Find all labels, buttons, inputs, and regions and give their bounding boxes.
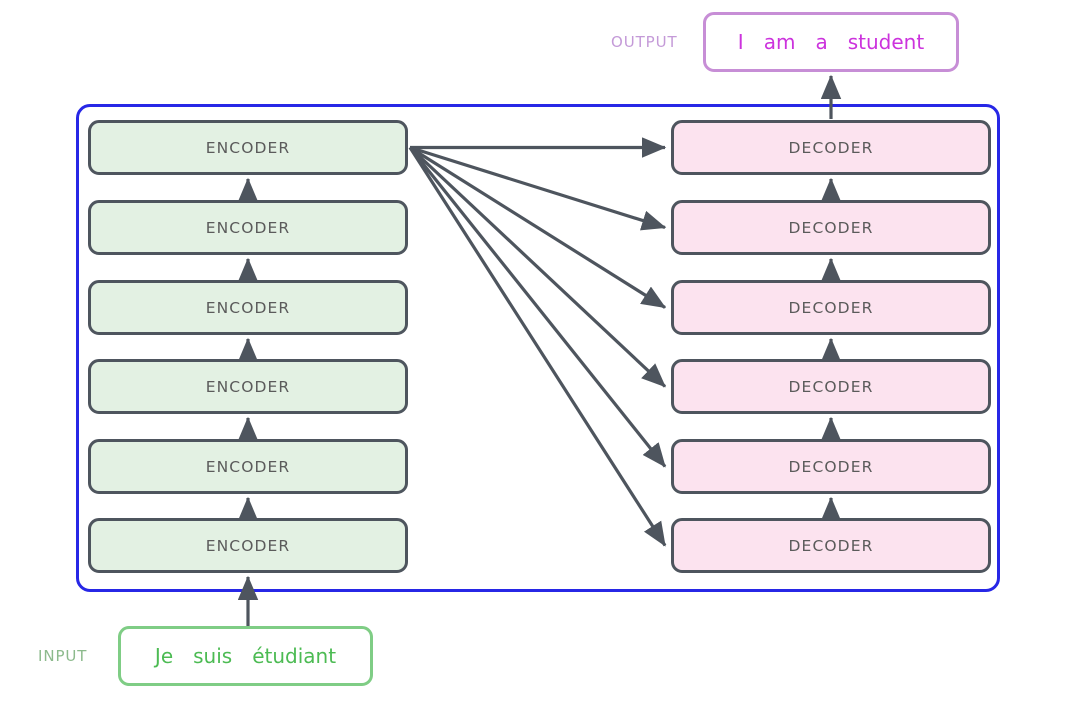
decoder-layer-1[interactable]: DECODER: [671, 120, 991, 175]
encoder-layer-label: ENCODER: [205, 536, 291, 555]
decoder-layer-label: DECODER: [788, 377, 874, 396]
encoder-layer-1[interactable]: ENCODER: [88, 120, 408, 175]
input-token: Je: [154, 644, 174, 668]
input-label: INPUT: [38, 647, 88, 665]
encoder-layer-label: ENCODER: [205, 457, 291, 476]
encoder-layer-label: ENCODER: [205, 377, 291, 396]
encoder-layer-2[interactable]: ENCODER: [88, 200, 408, 255]
output-token: am: [763, 30, 796, 54]
encoder-layer-label: ENCODER: [205, 298, 291, 317]
input-token: suis: [193, 644, 233, 668]
decoder-layer-2[interactable]: DECODER: [671, 200, 991, 255]
encoder-layer-3[interactable]: ENCODER: [88, 280, 408, 335]
output-token: student: [847, 30, 925, 54]
encoder-layer-5[interactable]: ENCODER: [88, 439, 408, 494]
output-token: a: [815, 30, 828, 54]
decoder-layer-4[interactable]: DECODER: [671, 359, 991, 414]
transformer-container: [76, 104, 1000, 592]
decoder-layer-3[interactable]: DECODER: [671, 280, 991, 335]
output-label: OUTPUT: [611, 33, 678, 51]
decoder-layer-label: DECODER: [788, 298, 874, 317]
decoder-layer-label: DECODER: [788, 138, 874, 157]
decoder-layer-5[interactable]: DECODER: [671, 439, 991, 494]
decoder-layer-label: DECODER: [788, 218, 874, 237]
encoder-layer-6[interactable]: ENCODER: [88, 518, 408, 573]
decoder-layer-label: DECODER: [788, 457, 874, 476]
encoder-layer-label: ENCODER: [205, 218, 291, 237]
input-token: étudiant: [252, 644, 337, 668]
decoder-layer-6[interactable]: DECODER: [671, 518, 991, 573]
encoder-layer-label: ENCODER: [205, 138, 291, 157]
decoder-layer-label: DECODER: [788, 536, 874, 555]
output-token: I: [737, 30, 744, 54]
encoder-layer-4[interactable]: ENCODER: [88, 359, 408, 414]
